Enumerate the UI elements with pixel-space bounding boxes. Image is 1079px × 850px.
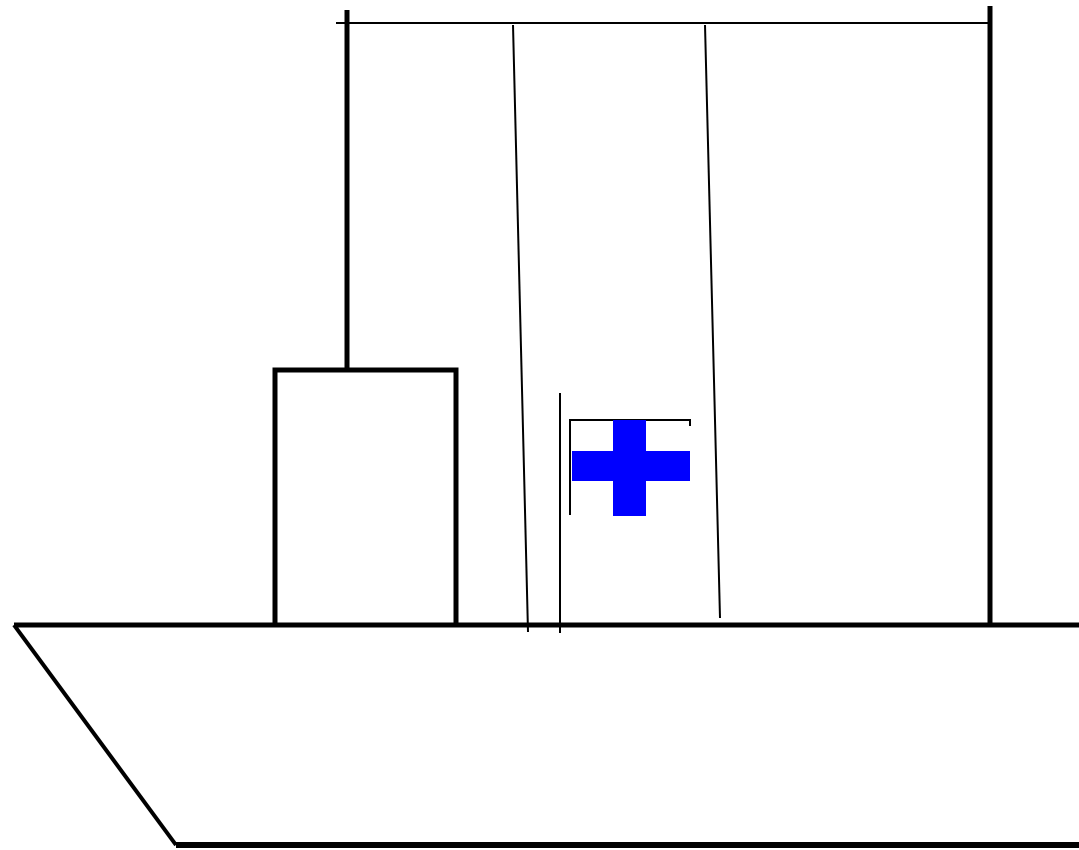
- cabin-box: [275, 370, 456, 625]
- flag-group: [560, 393, 690, 633]
- rope-line-left: [513, 25, 528, 632]
- bow-slope-line: [14, 625, 176, 845]
- rope-line-right: [705, 25, 720, 618]
- rigging: [336, 6, 990, 632]
- hull: [14, 625, 1079, 845]
- flag-cross-horizontal: [572, 451, 690, 481]
- cabin: [275, 370, 456, 625]
